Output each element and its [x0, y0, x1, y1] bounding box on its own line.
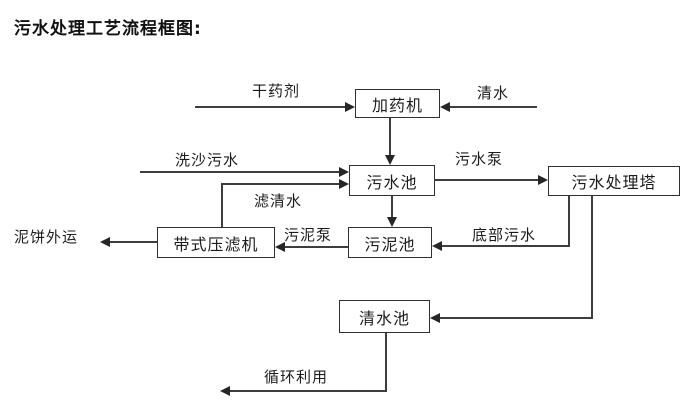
dry-agent-arrowhead-icon — [345, 102, 355, 112]
label-filtered-water: 滤清水 — [254, 192, 303, 210]
filtered-water-line — [221, 183, 339, 185]
tower-to-clear-pool-line — [439, 317, 593, 319]
tower-to-clear-pool-arrowhead-icon — [430, 313, 440, 323]
bottom-sewage-vline — [568, 196, 570, 247]
recycle-vline — [385, 333, 387, 392]
sewage-pump-arrowhead-icon — [538, 175, 548, 185]
pool-to-sludge-line — [391, 196, 393, 218]
bottom-sewage-arrowhead-icon — [432, 241, 442, 251]
bottom-sewage-line — [441, 245, 570, 247]
sand-washing-arrowhead-icon — [339, 167, 349, 177]
mud-cake-arrowhead-icon — [100, 237, 110, 247]
page-title: 污水处理工艺流程框图: — [14, 19, 202, 39]
dosing-to-pool-line — [389, 118, 391, 155]
label-clear-water: 清水 — [477, 84, 510, 102]
sludge-pump-arrowhead-icon — [275, 242, 285, 252]
clear-water-line — [450, 106, 537, 108]
label-mud-cake-out: 泥饼外运 — [14, 228, 79, 246]
label-sludge-pump: 污泥泵 — [284, 226, 333, 244]
dry-agent-line — [195, 106, 346, 108]
filtered-water-vline — [221, 184, 223, 227]
mud-cake-line — [110, 241, 157, 243]
node-sludge-pool: 污泥池 — [348, 227, 432, 258]
label-sewage-pump: 污水泵 — [455, 150, 504, 168]
sand-washing-line — [140, 171, 339, 173]
recycle-arrowhead-icon — [220, 386, 230, 396]
pool-to-sludge-arrowhead-icon — [387, 217, 397, 227]
tower-to-clear-pool-vline — [591, 196, 593, 319]
node-dosing-machine: 加药机 — [355, 89, 440, 118]
label-recycle: 循环利用 — [264, 368, 329, 386]
dosing-to-pool-arrowhead-icon — [385, 155, 395, 165]
label-bottom-sewage: 底部污水 — [472, 226, 537, 244]
sewage-pump-line — [435, 179, 538, 181]
filtered-water-arrowhead-icon — [339, 179, 349, 189]
node-clear-water-pool: 清水池 — [339, 300, 430, 333]
clear-water-arrowhead-icon — [440, 102, 450, 112]
node-belt-filter-press: 带式压滤机 — [157, 227, 275, 258]
node-sewage-pool: 污水池 — [349, 165, 435, 196]
recycle-line — [230, 390, 387, 392]
label-sand-washing-sewage: 洗沙污水 — [175, 151, 240, 169]
label-dry-agent: 干药剂 — [252, 82, 301, 100]
sludge-pump-line — [285, 246, 348, 248]
node-treatment-tower: 污水处理塔 — [548, 166, 680, 196]
